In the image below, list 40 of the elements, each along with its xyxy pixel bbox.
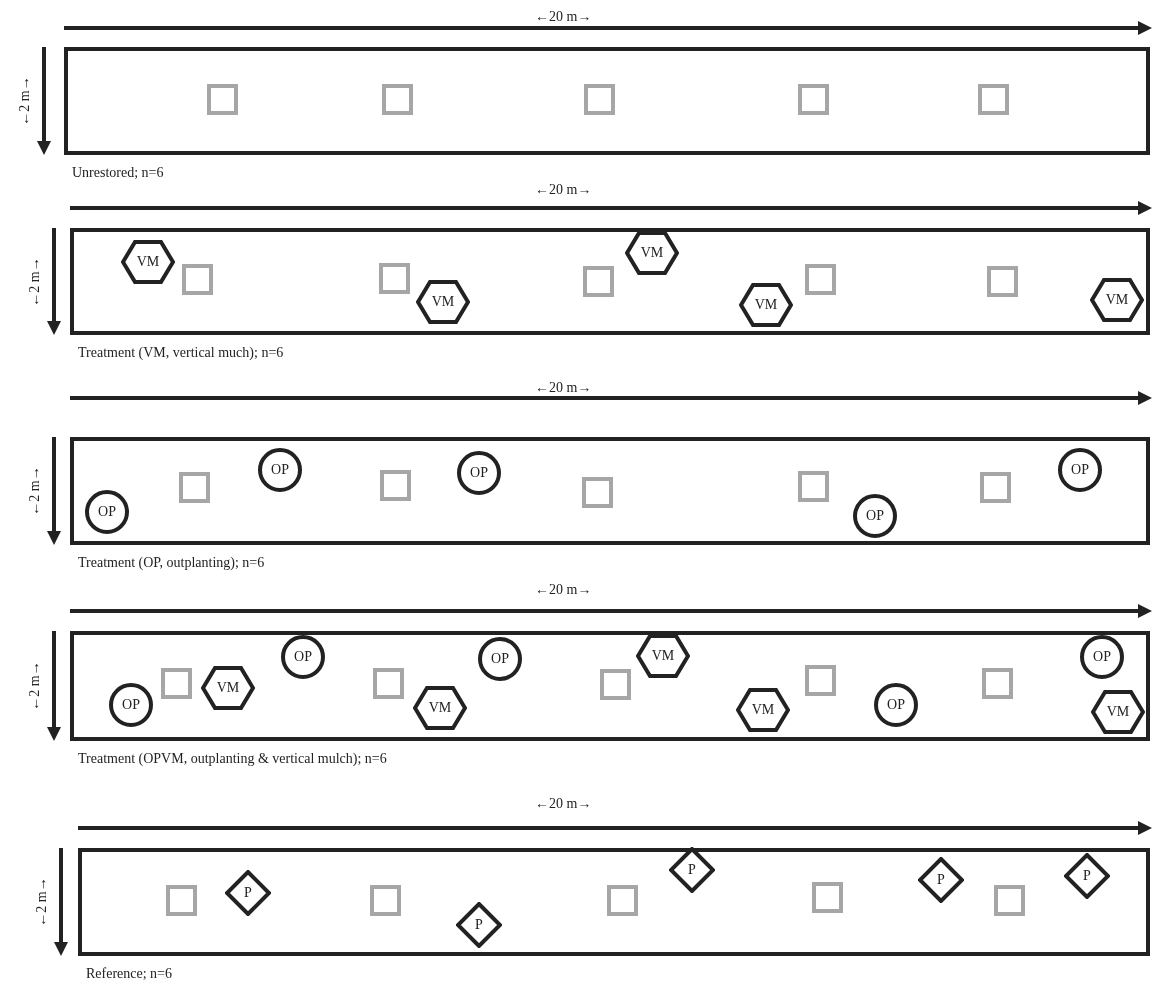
hexagon-marker: VM	[413, 685, 467, 731]
dimension-label: ←20 m→	[535, 582, 592, 598]
plot-caption: Treatment (VM, vertical much); n=6	[78, 345, 284, 361]
hexagon-marker: VM	[736, 687, 790, 733]
circle-marker: OP	[1079, 634, 1125, 680]
diamond-marker: P	[669, 847, 715, 893]
hexagon-marker: VM	[201, 665, 255, 711]
hexagon-marker: VM	[416, 279, 470, 325]
plot-caption: Unrestored; n=6	[72, 165, 164, 181]
diamond-marker: P	[1064, 853, 1110, 899]
hexagon-marker: VM	[625, 230, 679, 276]
diamond-marker: P	[225, 870, 271, 916]
circle-marker: OP	[1057, 447, 1103, 493]
dimension-label: ←2 m→	[26, 661, 43, 711]
dimension-label: ←20 m→	[535, 182, 592, 198]
circle-marker: OP	[257, 447, 303, 493]
circle-marker: OP	[280, 634, 326, 680]
plot-caption: Treatment (OPVM, outplanting & vertical mulch); n=6	[78, 751, 387, 767]
hexagon-marker: VM	[1091, 689, 1145, 735]
dimension-label: ←20 m→	[535, 796, 592, 812]
dimension-label: ←2 m→	[33, 877, 50, 927]
hexagon-marker: VM	[636, 633, 690, 679]
dimension-label: ←2 m→	[26, 256, 43, 307]
circle-marker: OP	[108, 682, 154, 728]
dimension-label: ←20 m→	[535, 9, 592, 25]
hexagon-marker: VM	[121, 239, 175, 285]
dimension-label: ←2 m→	[26, 466, 43, 516]
plot-caption: Reference; n=6	[86, 966, 173, 982]
hexagon-marker: VM	[1090, 277, 1144, 323]
circle-marker: OP	[84, 489, 130, 535]
dimension-label: ←2 m→	[16, 76, 33, 126]
circle-marker: OP	[477, 636, 523, 682]
circle-marker: OP	[873, 682, 919, 728]
hexagon-marker: VM	[739, 282, 793, 328]
dimension-label: ←20 m→	[535, 380, 592, 396]
diamond-marker: P	[918, 857, 964, 903]
plot-caption: Treatment (OP, outplanting); n=6	[78, 555, 265, 571]
circle-marker: OP	[852, 493, 898, 539]
circle-marker: OP	[456, 450, 502, 496]
diamond-marker: P	[456, 902, 502, 948]
